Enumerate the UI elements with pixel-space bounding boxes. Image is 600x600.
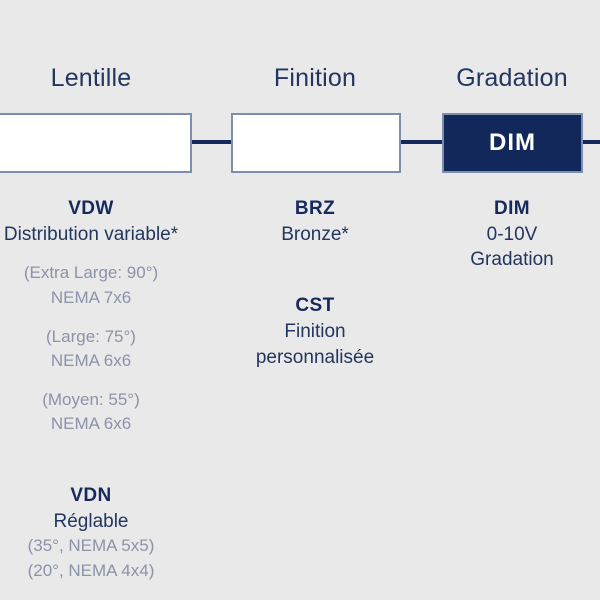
option-subline-vdw-6: NEMA 6x6 [50, 414, 132, 434]
node-box-lentille[interactable] [0, 113, 192, 173]
option-subline-vdn-2: (20°, NEMA 4x4) [27, 561, 155, 581]
node-box-gradation-label: DIM [489, 129, 536, 156]
option-desc-cst-line1: Finition [284, 320, 346, 342]
node-box-gradation[interactable]: DIM [442, 113, 583, 173]
option-item-cst[interactable]: CST Finition personnalisée [165, 293, 465, 370]
option-desc-cst-line2: personnalisée [255, 346, 375, 368]
option-subline-vdn-1: (35°, NEMA 5x5) [27, 536, 155, 556]
column-header-lentille: Lentille [50, 64, 132, 92]
option-item-vdw[interactable]: VDW Distribution variable* (Extra Large:… [0, 196, 241, 437]
option-subline-vdw-1: (Extra Large: 90°) [23, 263, 159, 283]
spacer [0, 437, 241, 483]
option-item-dim[interactable]: DIM 0-10V Gradation [362, 196, 600, 273]
option-subline-vdw-3: (Large: 75°) [46, 326, 136, 346]
option-desc-vdw: Distribution variable* [3, 223, 179, 245]
option-code-vdw: VDW [68, 198, 114, 219]
connector-line-lentille-finition [189, 140, 233, 144]
column-header-finition: Finition [273, 64, 357, 92]
option-code-dim: DIM [493, 198, 531, 219]
option-desc-dim-line1: 0-10V [486, 223, 538, 245]
option-code-vdn: VDN [70, 485, 112, 507]
spacer [0, 374, 241, 388]
option-item-brz[interactable]: BRZ Bronze* [165, 196, 465, 247]
option-desc-vdn: Réglable [53, 510, 129, 532]
connector-line-gradation-right [581, 140, 600, 144]
option-code-brz: BRZ [294, 198, 336, 219]
option-column-lentille: VDW Distribution variable* (Extra Large:… [0, 196, 241, 584]
connector-line-finition-gradation [398, 140, 444, 144]
option-column-finition: BRZ Bronze* CST Finition personnalisée [165, 196, 465, 370]
option-subline-vdw-2: NEMA 7x6 [50, 287, 132, 307]
option-desc-brz: Bronze* [281, 223, 349, 245]
option-subline-vdw-5: (Moyen: 55°) [42, 389, 140, 409]
option-item-vdn[interactable]: VDN Réglable (35°, NEMA 5x5) (20°, NEMA … [0, 483, 241, 584]
option-subline-vdw-4: NEMA 6x6 [50, 351, 132, 371]
option-desc-dim-line2: Gradation [470, 249, 554, 271]
option-column-gradation: DIM 0-10V Gradation [362, 196, 600, 273]
option-code-cst: CST [295, 295, 335, 317]
node-box-finition[interactable] [231, 113, 401, 173]
column-header-gradation: Gradation [456, 64, 568, 92]
